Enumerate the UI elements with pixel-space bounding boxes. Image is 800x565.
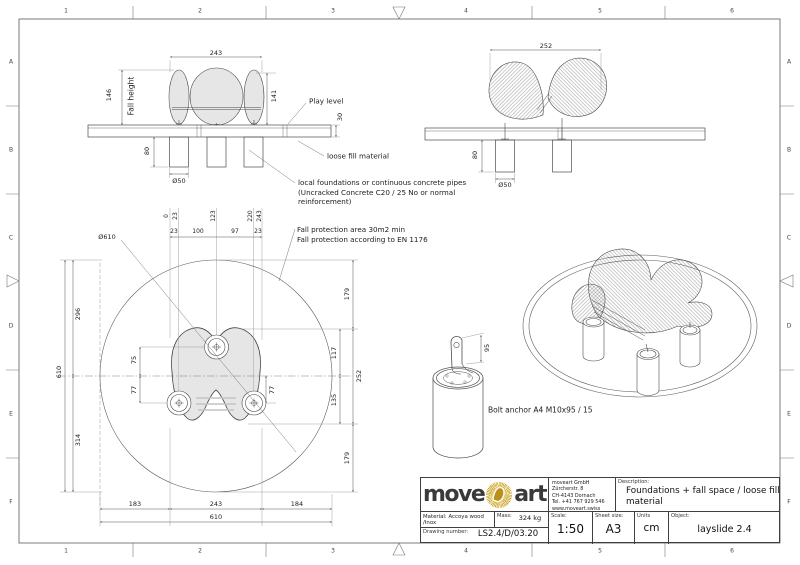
- sheet-size-cell: Sheet size: A3: [593, 512, 635, 544]
- zone-bottom-2: 2: [198, 547, 202, 555]
- moveart-sunburst-logo-icon: [486, 481, 513, 508]
- logo-word-move: move: [422, 482, 486, 507]
- ordinate-243: 243: [256, 210, 263, 222]
- chain-23a: 23: [170, 228, 178, 235]
- description-label: Description:: [618, 479, 650, 485]
- scale-label: Scale:: [551, 513, 567, 519]
- ordinate-123: 123: [210, 210, 217, 222]
- dim-plan-inner-upper: 75: [129, 355, 138, 365]
- zone-top-6: 6: [730, 7, 734, 15]
- zone-left-a: A: [8, 58, 14, 66]
- dim-plan-inner-right: 77: [267, 385, 276, 395]
- material-label: Material:: [423, 514, 447, 520]
- ordinate-0: 0: [163, 214, 170, 218]
- zone-left-b: B: [8, 146, 14, 154]
- dim-side-foundation-depth: 80: [470, 150, 479, 160]
- units-value: cm: [643, 522, 660, 534]
- chain-97: 97: [231, 228, 239, 235]
- zone-right-f: F: [787, 498, 791, 506]
- drawing-number-cell: Drawing number: LS2.4/D/03.20: [421, 528, 549, 544]
- material-value: Accoya wood /Inox: [423, 514, 484, 526]
- label-play-level: Play level: [309, 96, 344, 106]
- logo-word-art: art: [514, 482, 547, 507]
- company-address: moveart GmbH Zürcherstr. 8 CH-4143 Dorna…: [552, 480, 605, 512]
- sheet-size-label: Sheet size:: [595, 513, 624, 519]
- chain-23b: 23: [254, 228, 262, 235]
- dim-plan-bottom-total: 610: [209, 512, 223, 521]
- dim-plan-bottom-right: 184: [290, 499, 304, 508]
- zone-right-a: A: [786, 58, 792, 66]
- description-cell: Description: Foundations + fall space / …: [616, 478, 780, 512]
- dim-plan-left-lower: 314: [73, 433, 82, 447]
- dim-plan-right-middle: 252: [354, 369, 363, 383]
- units-label: Units: [637, 513, 651, 519]
- mass-value: 324 kg: [518, 514, 542, 522]
- zone-bottom-3: 3: [331, 547, 335, 555]
- units-cell: Units cm: [635, 512, 669, 544]
- mass-label: Mass:: [497, 513, 512, 519]
- zone-left-e: E: [9, 410, 13, 418]
- label-plan-diameter: Ø610: [98, 232, 116, 241]
- zone-right-d: D: [786, 322, 792, 330]
- company-cell: moveart GmbH Zürcherstr. 8 CH-4143 Dorna…: [549, 478, 616, 512]
- mass-cell: Mass: 324 kg: [495, 512, 549, 528]
- scale-cell: Scale: 1:50: [549, 512, 593, 544]
- ordinate-23: 23: [172, 212, 179, 220]
- zone-left-c: C: [8, 234, 14, 242]
- zone-bottom-1: 1: [64, 547, 68, 555]
- dim-front-right-height: 141: [269, 89, 278, 103]
- zone-right-b: B: [786, 146, 792, 154]
- zone-left-f: F: [9, 498, 13, 506]
- dim-front-foundation-depth: 80: [142, 146, 151, 156]
- sheet-size-value: A3: [605, 522, 622, 536]
- zone-top-2: 2: [198, 7, 202, 15]
- dim-plan-right-outer-bottom: 179: [342, 451, 351, 465]
- dim-front-fall-height: 146: [104, 88, 113, 102]
- logo-cell: move art: [421, 478, 549, 512]
- material-cell: Material: Accoya wood /Inox: [421, 512, 495, 528]
- drawing-number-label: Drawing number:: [423, 529, 469, 535]
- dim-front-width: 243: [209, 48, 223, 57]
- zone-top-4: 4: [464, 7, 468, 15]
- dim-front-deck-thickness: 30: [335, 112, 344, 122]
- dim-plan-inner-lower: 77: [129, 385, 138, 395]
- drawing-number-value: LS2.4/D/03.20: [477, 529, 539, 539]
- zone-left-d: D: [8, 322, 14, 330]
- dim-bolt-anchor: 95: [482, 343, 491, 353]
- dim-side-foundation-dia: Ø50: [498, 180, 512, 189]
- zone-top-5: 5: [598, 7, 602, 15]
- label-fall-height: Fall height: [126, 76, 136, 116]
- dim-plan-bottom-left: 183: [128, 499, 142, 508]
- object-value: layslide 2.4: [697, 524, 752, 535]
- dim-plan-right-outer-top: 179: [342, 287, 351, 301]
- dim-plan-bottom-center: 243: [209, 499, 223, 508]
- dim-side-width: 252: [539, 41, 553, 50]
- zone-bottom-6: 6: [730, 547, 734, 555]
- dim-plan-right-inner-bottom: 135: [329, 393, 338, 407]
- zone-bottom-5: 5: [598, 547, 602, 555]
- zone-top-3: 3: [331, 7, 335, 15]
- description-value: Foundations + fall space / loose fill ma…: [626, 486, 780, 507]
- title-block: move art moveart GmbH Zürcherstr. 8 CH-4…: [420, 477, 780, 544]
- dim-plan-left-upper: 296: [73, 307, 82, 321]
- zone-right-c: C: [786, 234, 792, 242]
- ordinate-220: 220: [247, 210, 254, 222]
- dim-front-foundation-dia: Ø50: [172, 176, 186, 185]
- object-label: Object:: [671, 513, 690, 519]
- note-foundations: local foundations or continuous concrete…: [298, 178, 467, 207]
- note-fall-protection-1: Fall protection area 30m2 min: [297, 225, 406, 234]
- dim-plan-left-total: 610: [54, 365, 63, 379]
- dim-plan-right-inner-top: 117: [329, 346, 338, 360]
- scale-value: 1:50: [557, 522, 584, 536]
- zone-bottom-4: 4: [464, 547, 468, 555]
- note-fall-protection-2: Fall protection according to EN 1176: [297, 235, 428, 244]
- label-bolt-anchor: Bolt anchor A4 M10x95 / 15: [488, 405, 593, 415]
- chain-100: 100: [192, 228, 204, 235]
- zone-right-e: E: [787, 410, 791, 418]
- label-loose-fill: loose fill material: [327, 151, 390, 161]
- zone-top-1: 1: [64, 7, 68, 15]
- object-cell: Object: layslide 2.4: [669, 512, 780, 544]
